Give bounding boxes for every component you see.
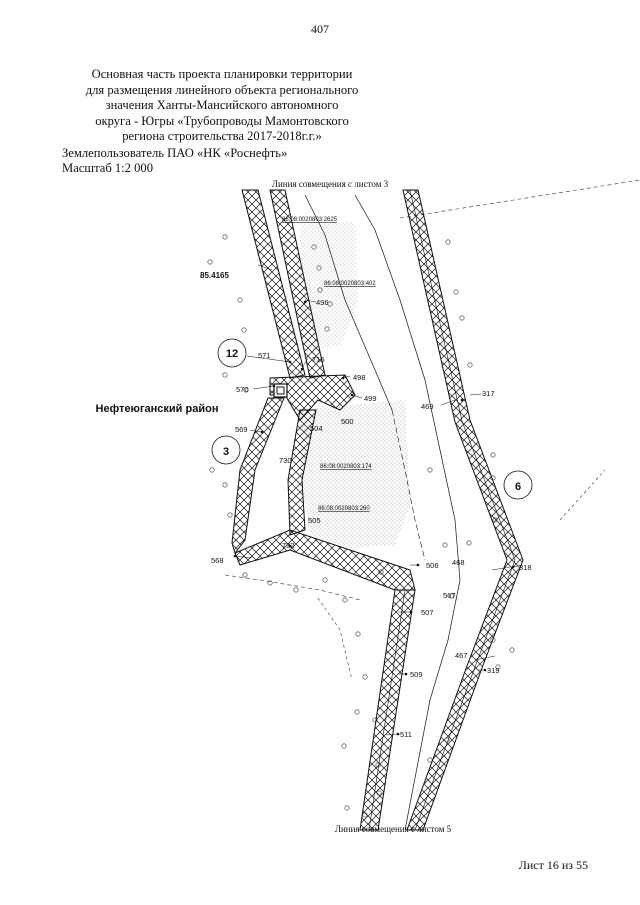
title-line: округа - Югры «Трубопроводы Мамонтовског… [95, 113, 349, 128]
quarter-label: 85.4165 [200, 271, 229, 280]
document-title: Основная часть проекта планировки террит… [62, 67, 382, 145]
point-label: 568 [211, 556, 224, 565]
district-label: Нефтеюганский район [96, 403, 219, 415]
road-edge [404, 449, 461, 831]
point-label: 317 [482, 389, 495, 398]
cadastral-number: 86:08:0020803:174 [320, 464, 372, 470]
point-label: 499 [364, 394, 377, 403]
left-corridor [269, 189, 326, 379]
land-user: Землепользователь ПАО «НК «Роснефть» [62, 146, 288, 160]
top-junction-label: Линия совмещения с листом 3 [272, 179, 389, 189]
point-label: 468 [452, 558, 465, 567]
point-label: 505 [308, 516, 321, 525]
road-edge [391, 409, 426, 561]
reference-circle [211, 435, 241, 465]
title-line: значения Ханты-Мансийского автономного [105, 98, 339, 113]
leader-lines [234, 264, 523, 736]
dashed-boundary [399, 179, 640, 219]
point-dots [233, 300, 515, 736]
title-line: Основная часть проекта планировки террит… [91, 67, 353, 81]
left-corridor [231, 397, 285, 555]
point-label: 567 [443, 591, 456, 600]
map-scale: Масштаб 1:2 000 [62, 161, 154, 175]
reference-number: 12 [226, 348, 238, 360]
point-label: 511 [400, 730, 412, 739]
sheet-counter: Лист 16 из 55 [518, 858, 588, 872]
left-corridor [359, 589, 416, 831]
dashed-boundary [224, 574, 361, 601]
point-label: 732 [282, 541, 295, 550]
point-label: 318 [519, 563, 532, 572]
title-line: региона строительства 2017-2018г.г.» [122, 129, 322, 144]
point-label: 500 [341, 417, 354, 426]
page-number: 407 [311, 22, 329, 36]
point-label: 319 [487, 666, 500, 675]
dashed-boundary [317, 597, 353, 681]
left-corridor-axis [368, 589, 406, 831]
right-corridor-axis [409, 189, 516, 831]
cadastral-number: 86:08:0020803:2625 [282, 217, 338, 223]
point-label: 569 [235, 425, 248, 434]
point-label: 504 [310, 424, 323, 433]
reference-circle [503, 470, 533, 500]
road-edge [354, 194, 441, 451]
vegetation-markers [207, 234, 515, 818]
dashed-boundary [559, 469, 606, 521]
point-label: 730 [279, 456, 292, 465]
reference-number: 3 [223, 446, 229, 458]
left-corridor [241, 189, 306, 379]
point-label: 506 [426, 561, 439, 570]
right-corridor [402, 189, 524, 831]
bottom-junction-label: Линия совмещения с листом 5 [335, 824, 452, 834]
reference-number: 6 [515, 481, 521, 493]
point-label: 509 [410, 670, 423, 679]
stipple-area [300, 400, 410, 548]
point-label: 570 [236, 385, 249, 394]
point-label: 469 [421, 402, 434, 411]
point-label: 507 [421, 608, 434, 617]
point-label: 571 [258, 351, 271, 360]
stipple-area [300, 222, 358, 352]
valve-symbol [276, 386, 285, 395]
point-label: 496 [316, 298, 329, 307]
road-edge [304, 194, 393, 411]
left-corridor [287, 409, 317, 536]
point-label: 467 [455, 651, 468, 660]
point-label: 715 [312, 355, 325, 364]
title-line: для размещения линейного объекта региона… [85, 82, 359, 97]
reference-circle [217, 338, 247, 368]
point-label: 498 [353, 373, 366, 382]
valve-symbol [273, 383, 288, 398]
cadastral-number: 86:08:0020803:402 [324, 281, 376, 287]
cadastral-number: 86:08:0020803:260 [318, 506, 370, 512]
